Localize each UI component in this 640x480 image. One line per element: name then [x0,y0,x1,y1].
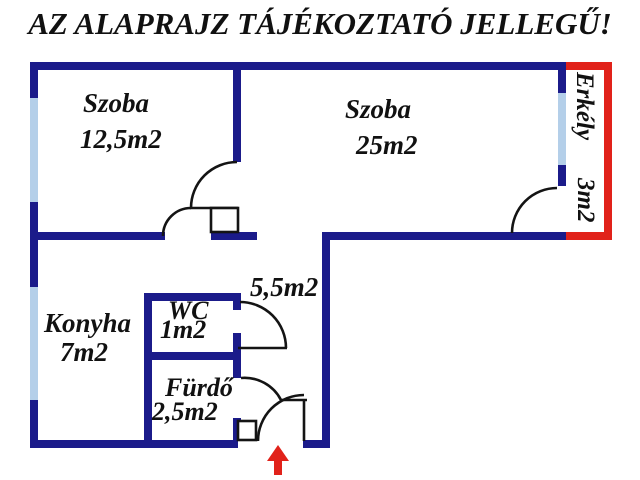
wall-mid-left [30,232,165,240]
room-label-konyha-area: 7m2 [60,337,109,367]
door-arc-szoba1 [189,160,238,209]
wall-szoba2-bottom [322,232,566,240]
wall-wc-right-stub [233,301,241,310]
wall-hall-right [322,232,330,448]
duct-shaft-entrance [236,419,258,442]
room-label-wc-area: 1m2 [160,315,207,344]
room-label-szoba1-name: Szoba [83,88,150,118]
wall-top-outer [30,62,566,70]
door-arc-wc [239,300,288,349]
wall-wc-right-lower [233,333,241,378]
door-arc-balcony [510,186,558,234]
wall-wc-furdo-left [144,293,152,448]
room-label-erkely-area: 3m2 [572,178,599,223]
wall-bottom-right-stub [303,440,330,448]
room-label-furdo-name: Fürdő [165,373,233,402]
room-label-szoba1-area: 12,5m2 [80,124,162,154]
wall-wc-furdo-divider [144,352,241,360]
entrance-arrow [267,445,289,475]
door-arc-szoba1-small [161,206,192,237]
balcony-wall-top [566,62,612,70]
duct-shaft-center [209,206,240,234]
balcony-wall-bottom [566,232,612,240]
room-label-erkely-name: Erkély [571,72,598,141]
wall-left-outer [30,62,38,448]
wall-wc-top [144,293,241,301]
door-arc-entrance [256,393,305,442]
window-szoba2-balcony [558,93,566,165]
wall-right-mid [558,165,566,186]
room-label-furdo-area: 2,5m2 [152,397,218,426]
wall-room-divider [233,62,241,162]
door-arc-furdo [240,376,283,401]
page-title: AZ ALAPRAJZ TÁJÉKOZTATÓ JELLEGŰ! [28,6,612,41]
room-label-szoba2-area: 25m2 [356,130,418,160]
room-label-konyha-name: Konyha [44,308,132,338]
wall-mid-center [211,232,257,240]
room-label-wc-name: WC [168,296,209,325]
room-label-eloter-area: 5,5m2 [250,272,319,302]
room-label-szoba2-name: Szoba [345,94,412,124]
wall-bottom-left [30,440,238,448]
window-szoba1 [30,98,38,202]
balcony-wall-right [604,62,612,240]
window-konyha [30,287,38,400]
wall-right-upper [558,62,566,93]
